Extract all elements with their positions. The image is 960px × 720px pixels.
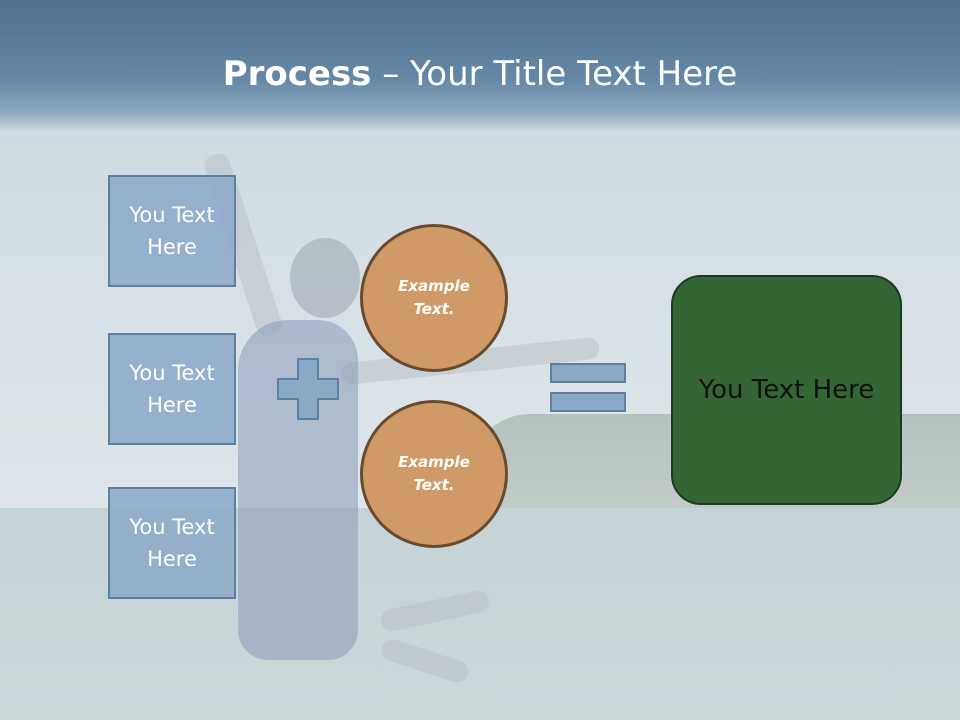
title-rest: – Your Title Text Here xyxy=(371,54,738,94)
equals-icon-bar-bottom xyxy=(550,392,626,412)
input-box-label: You Text Here xyxy=(129,361,215,417)
jumping-person-head xyxy=(290,238,360,318)
circle-label: Example Text. xyxy=(398,453,470,494)
result-box[interactable]: You Text Here xyxy=(671,275,902,505)
input-box-label: You Text Here xyxy=(129,203,215,259)
equals-icon-bar-top xyxy=(550,363,626,383)
title-band xyxy=(0,0,960,132)
input-box-label: You Text Here xyxy=(129,515,215,571)
plus-icon xyxy=(277,358,339,420)
example-circle-2[interactable]: Example Text. xyxy=(360,400,508,548)
title-bold: Process xyxy=(222,54,372,94)
input-box-3[interactable]: You Text Here xyxy=(108,487,236,599)
result-label: You Text Here xyxy=(698,375,875,405)
example-circle-1[interactable]: Example Text. xyxy=(360,224,508,372)
slide-title[interactable]: Process – Your Title Text Here xyxy=(0,52,960,96)
circle-label: Example Text. xyxy=(398,277,470,318)
input-box-2[interactable]: You Text Here xyxy=(108,333,236,445)
input-box-1[interactable]: You Text Here xyxy=(108,175,236,287)
